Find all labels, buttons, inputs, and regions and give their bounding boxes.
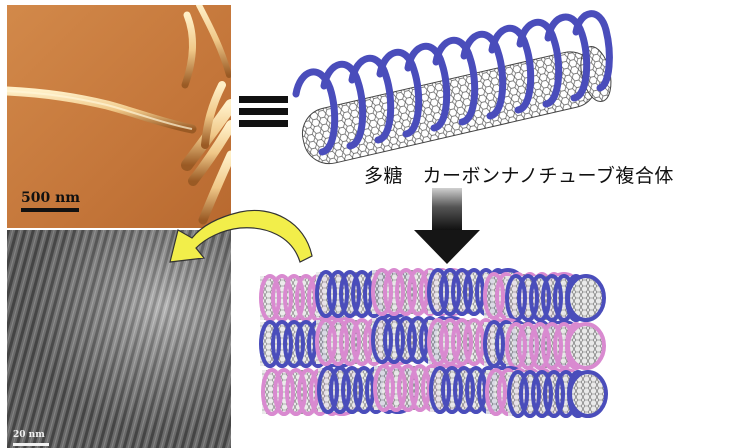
helix-array xyxy=(0,0,751,448)
